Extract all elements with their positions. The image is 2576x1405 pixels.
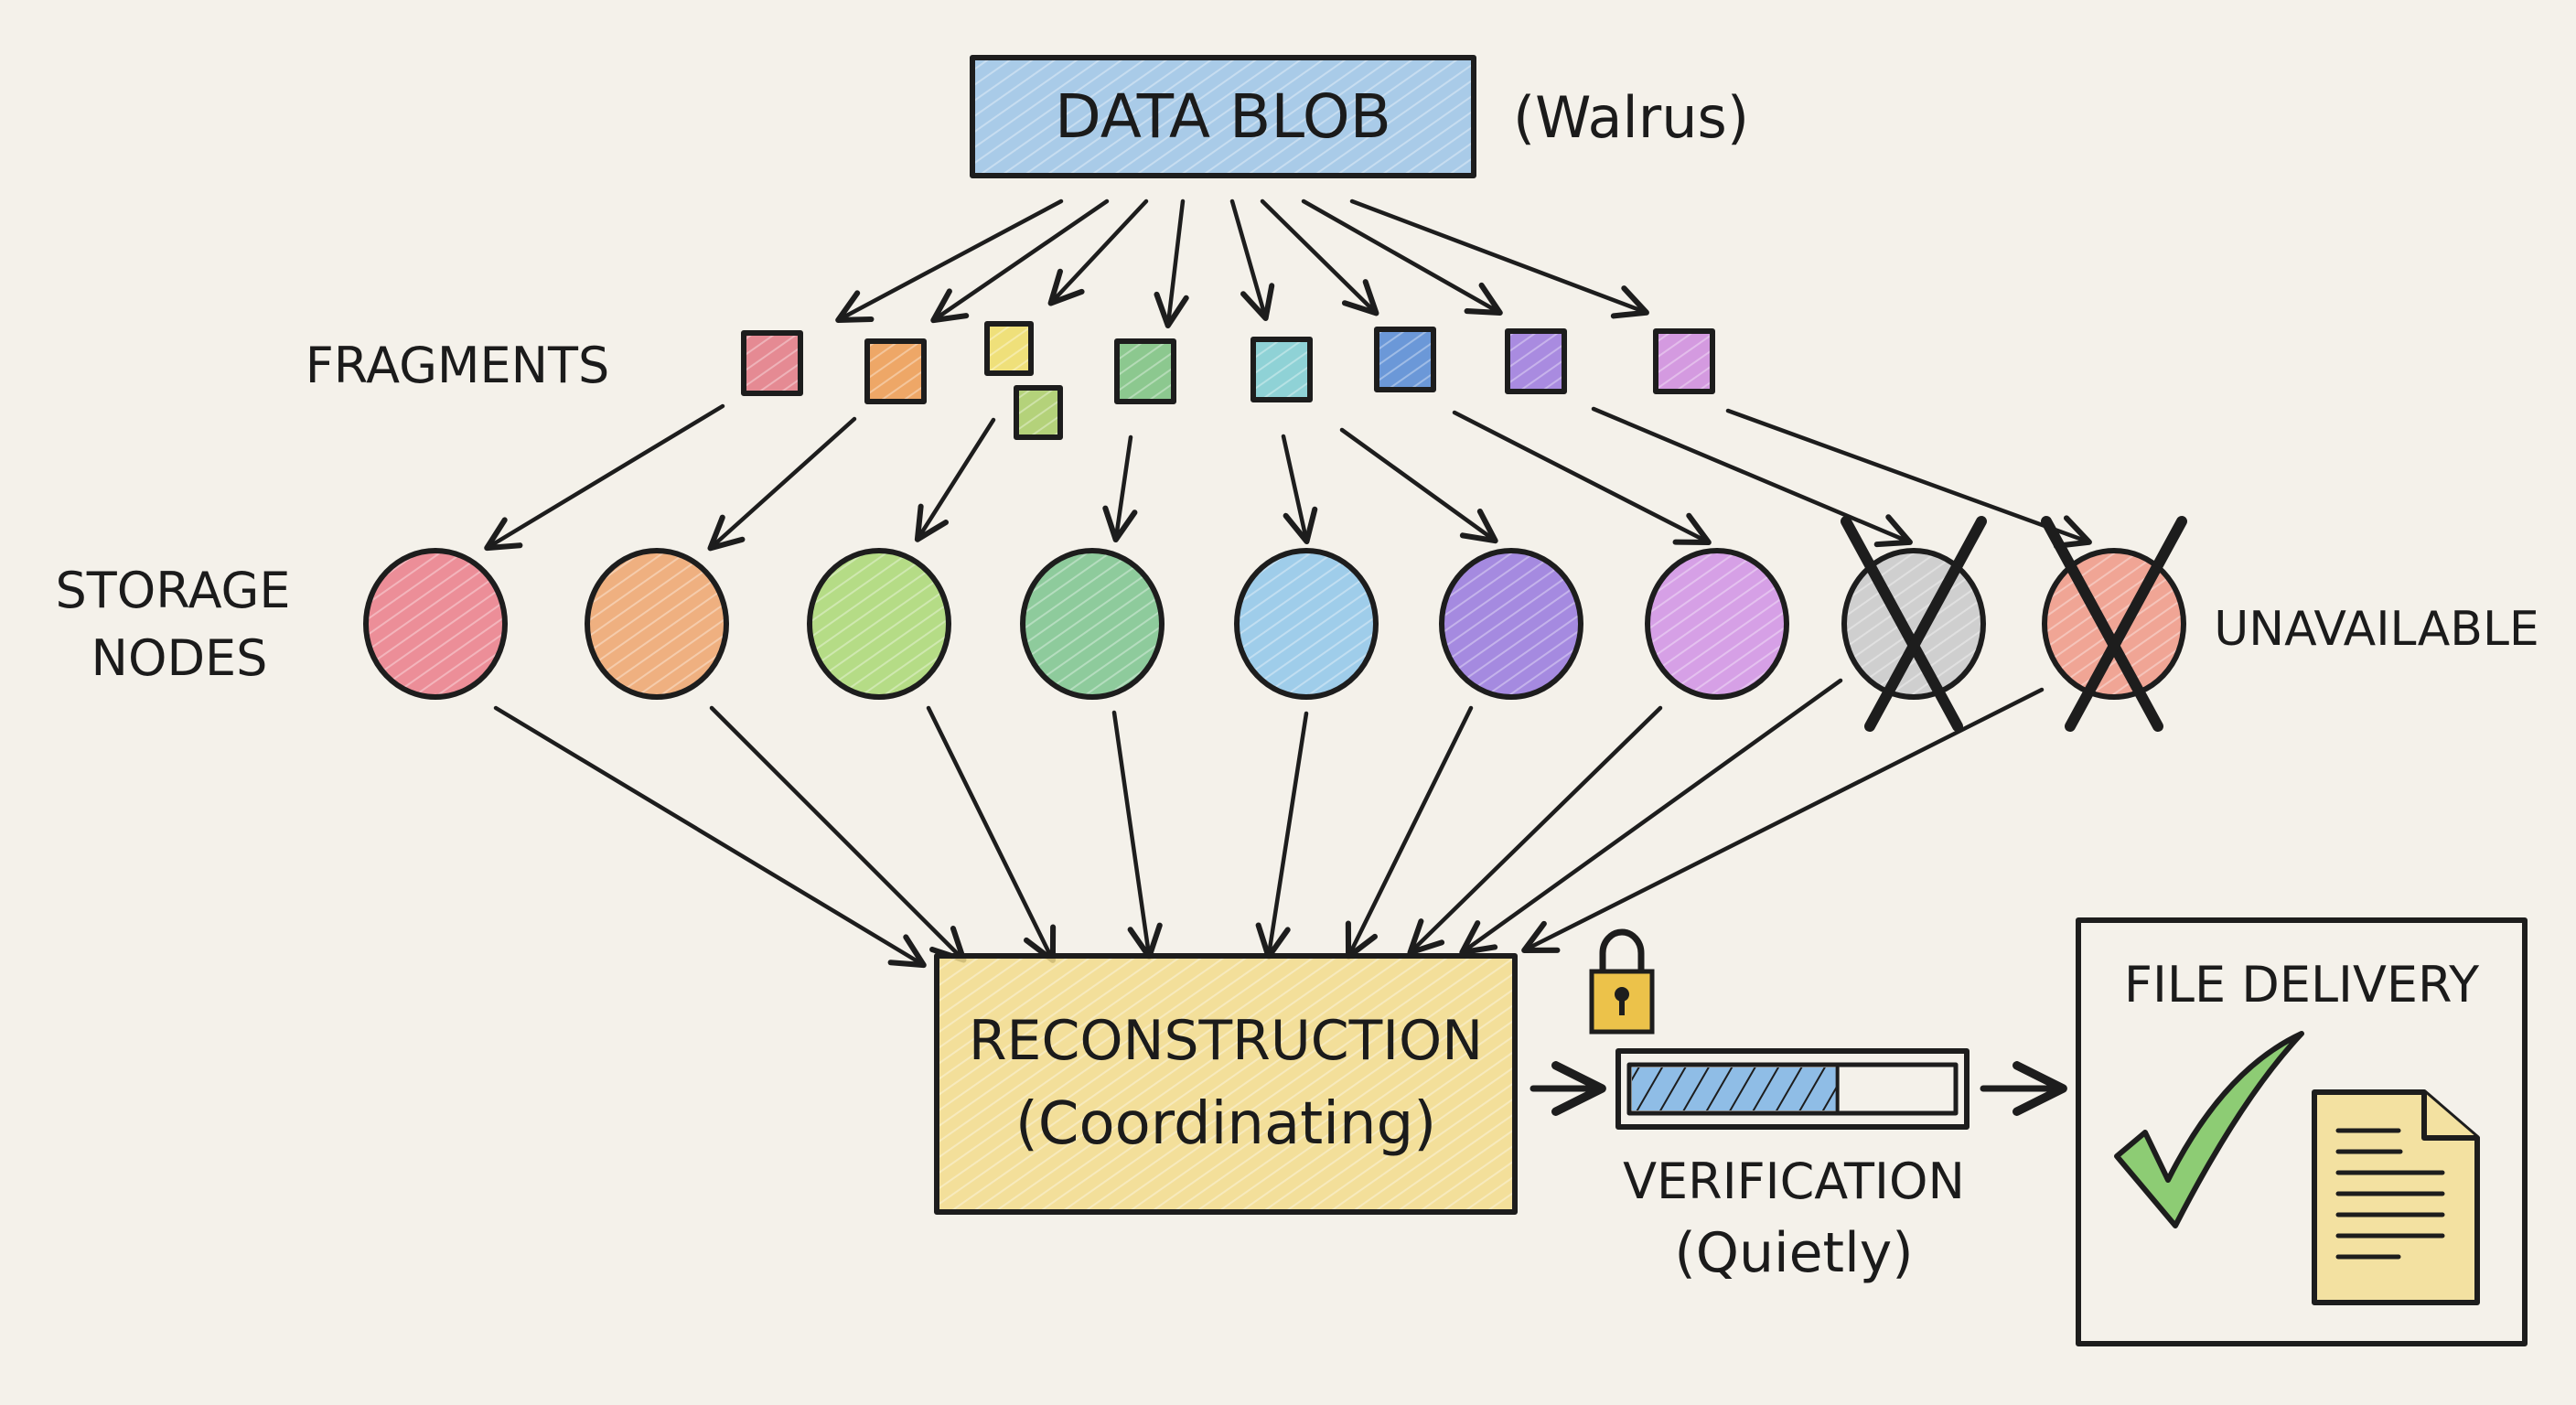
arrow: [1281, 434, 1318, 545]
fragment-blue: [1374, 327, 1436, 392]
arrow: [1521, 687, 2045, 953]
node-salmon: [2041, 516, 2187, 732]
reconstruction-box: RECONSTRUCTION (Coordinating): [934, 953, 1518, 1215]
verification-title: VERIFICATION: [1623, 1153, 1965, 1210]
unavailable-x-icon: [2041, 516, 2187, 732]
file-delivery-title: FILE DELIVERY: [2124, 956, 2480, 1014]
arrow: [1229, 198, 1275, 321]
fragment-yellow: [984, 321, 1034, 376]
fragments-label: FRAGMENTS: [306, 337, 610, 394]
file-delivery-box: FILE DELIVERY: [2076, 917, 2528, 1346]
storage-nodes-label-line2: NODES: [91, 629, 268, 687]
node-lime: [807, 548, 951, 700]
arrow: [835, 198, 1064, 323]
walrus-note: (Walrus): [1513, 84, 1749, 151]
fragments-group: [741, 321, 1715, 440]
node-red: [363, 548, 508, 700]
arrow: [1047, 198, 1149, 306]
reconstruction-subtitle: (Coordinating): [1015, 1090, 1436, 1158]
document-icon: [2312, 1089, 2480, 1305]
arrow: [1452, 410, 1712, 545]
arrow: [1260, 198, 1379, 316]
arrow: [709, 705, 967, 963]
fragment-purple: [1505, 328, 1567, 394]
node-gray: [1841, 516, 1987, 732]
arrows-fragments-to-nodes: [484, 403, 2092, 552]
arrow: [493, 705, 927, 969]
arrow: [930, 198, 1110, 324]
arrow: [926, 705, 1057, 963]
arrow: [1102, 434, 1138, 543]
arrow: [1301, 198, 1503, 316]
arrow: [1459, 678, 1843, 956]
arrows-nodes-to-reconstruction: [493, 678, 2045, 969]
unavailable-x-icon: [1841, 516, 1987, 732]
checkmark-icon: [2114, 1031, 2304, 1228]
node-green: [1020, 548, 1165, 700]
data-blob-label: DATA BLOB: [1055, 81, 1391, 152]
node-orange: [585, 548, 729, 700]
arrow: [1345, 705, 1474, 960]
arrow: [914, 417, 996, 542]
verification-subtitle: (Quietly): [1674, 1221, 1913, 1285]
arrow: [1339, 427, 1498, 544]
arrow: [1154, 198, 1189, 329]
node-purple: [1439, 548, 1583, 700]
lock-icon: [1589, 928, 1655, 1035]
arrow: [1349, 198, 1649, 319]
unavailable-label: UNAVAILABLE: [2214, 602, 2539, 657]
arrow: [1725, 408, 2092, 549]
storage-nodes-group: [363, 516, 2187, 732]
reconstruction-title: RECONSTRUCTION: [969, 1009, 1483, 1073]
arrows-blob-to-fragments: [835, 198, 1649, 329]
fragment-green: [1114, 338, 1176, 404]
fragment-yellow-green: [1014, 385, 1063, 440]
arrow: [1591, 406, 1913, 548]
arrow: [1407, 705, 1663, 956]
arrow: [1255, 711, 1309, 960]
data-blob-box: DATA BLOB: [970, 55, 1476, 178]
fragment-orange: [864, 338, 927, 404]
arrow: [1111, 710, 1163, 960]
fragment-teal: [1250, 337, 1313, 402]
verification-progress-bar: [1615, 1048, 1970, 1130]
arrow: [484, 403, 725, 552]
fragment-red: [741, 330, 803, 396]
arrow: [707, 416, 857, 552]
fragment-violet: [1653, 328, 1715, 394]
node-blue: [1234, 548, 1379, 700]
storage-nodes-label-line1: STORAGE: [55, 562, 290, 619]
node-violet: [1645, 548, 1789, 700]
